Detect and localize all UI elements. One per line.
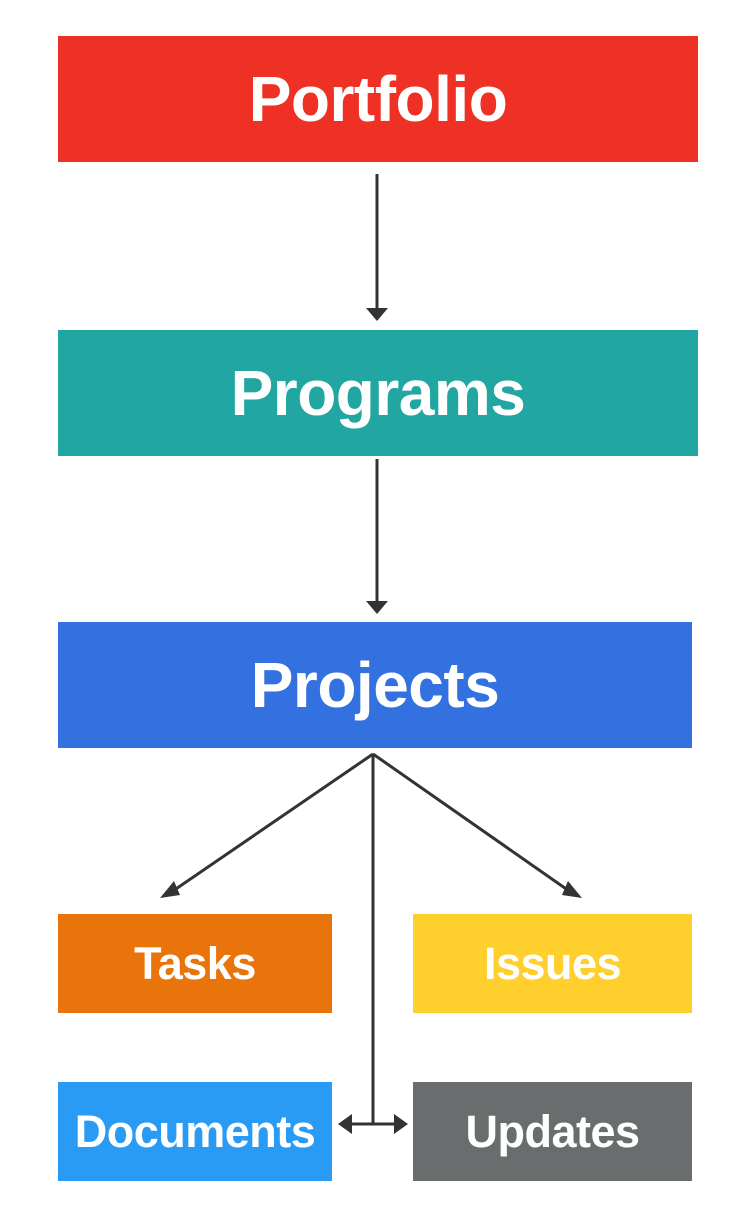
arrowhead-documents [338,1114,352,1134]
arrowhead-tasks [160,881,180,898]
node-programs: Programs [58,330,698,456]
node-portfolio: Portfolio [58,36,698,162]
arrowhead-updates [394,1114,408,1134]
arrowhead-programs [366,308,388,321]
edge-projects-issues [372,752,573,895]
node-issues: Issues [413,914,692,1013]
edge-projects-tasks [169,752,374,895]
node-tasks: Tasks [58,914,332,1013]
node-projects: Projects [58,622,692,748]
arrowhead-issues [562,881,582,898]
node-documents: Documents [58,1082,332,1181]
node-updates: Updates [413,1082,692,1181]
arrowhead-projects [366,601,388,614]
